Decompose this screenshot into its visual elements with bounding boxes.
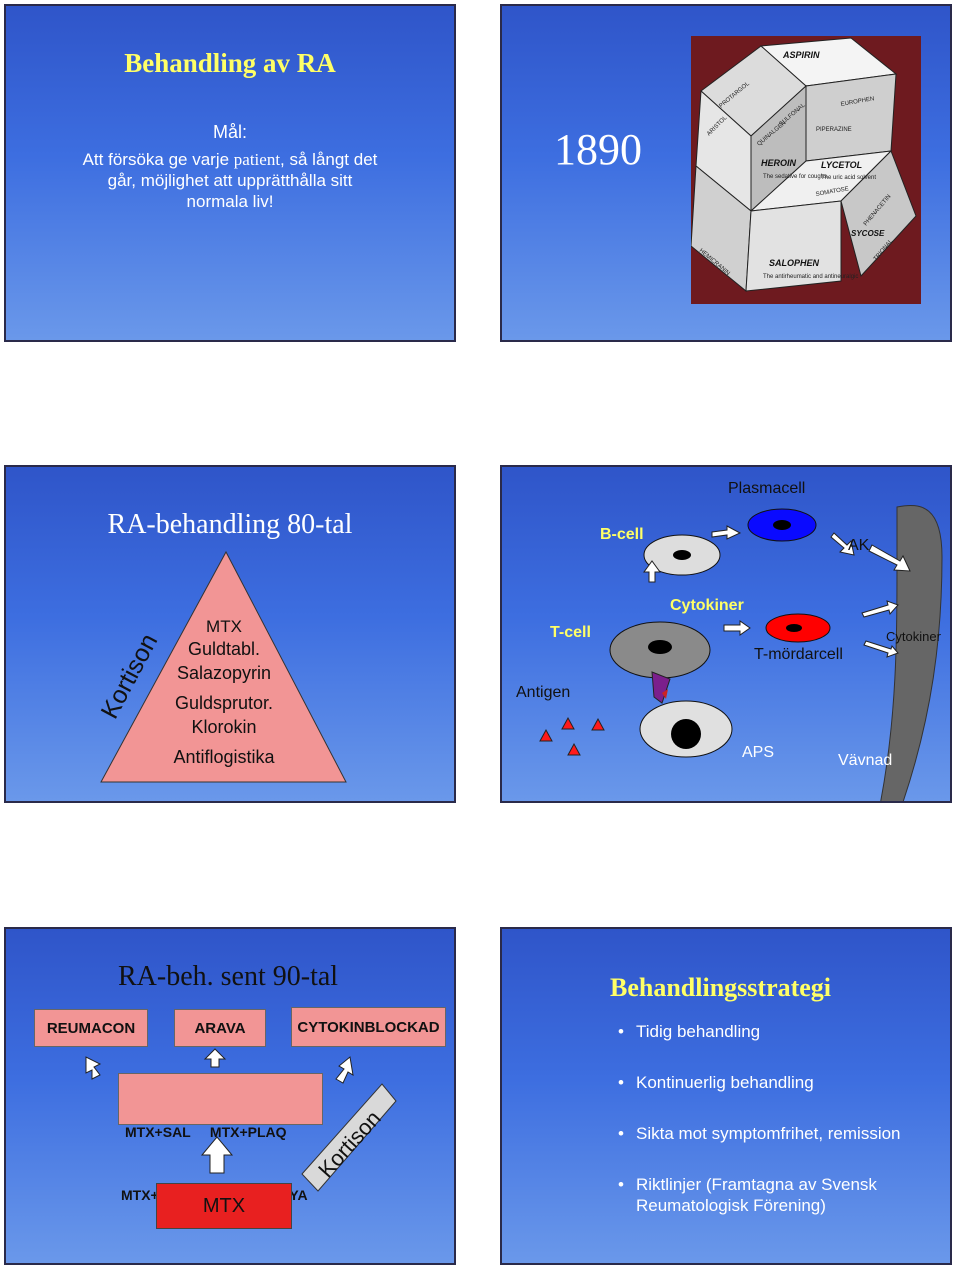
slide-title: RA-beh. sent 90-tal [118, 961, 339, 992]
slide-title: RA-behandling 80-tal [107, 509, 353, 540]
photo-label: The sedative for coughs [763, 174, 827, 180]
bcell-label: B-cell [600, 526, 644, 543]
slide-title: Behandlingsstrategi [610, 973, 832, 1002]
slide-behandlingsstrategi: Behandlingsstrategi Tidig behandling Kon… [500, 927, 952, 1265]
aps-label: APS [742, 744, 774, 761]
kortison-band [301, 1083, 397, 1192]
mtx-box: MTX [156, 1183, 292, 1229]
bullet-kontinuerlig: Kontinuerlig behandling [618, 1072, 814, 1093]
historic-medicine-boxes-photo: ASPIRIN HEROIN LYCETOL SALOPHEN SYCOSE P… [691, 36, 921, 304]
box-cytokinblockad: CYTOKINBLOCKAD [291, 1007, 446, 1047]
photo-label: HEROIN [761, 158, 797, 168]
bullet-sikta: Sikta mot symptomfrihet, remission [618, 1123, 901, 1144]
photo-label: ASPIRIN [782, 50, 820, 60]
cytokiner-right-label: Cytokiner [886, 629, 942, 644]
immune-cell-diagram: Plasmacell B-cell AK Cytokiner T-cell Cy… [516, 480, 943, 801]
box-arava: ARAVA [174, 1009, 266, 1047]
plasmacell-label: Plasmacell [728, 480, 805, 497]
box-reumacon: REUMACON [34, 1009, 148, 1047]
photo-label: The antirheumatic and antineuralgic [763, 274, 858, 280]
photo-label: SOMATOSE [815, 186, 849, 198]
vavnad-label: Vävnad [838, 752, 892, 769]
kortison-label: Kortison [313, 1106, 386, 1183]
photo-label: LYCETOL [821, 160, 862, 170]
combo-box: MTX+SAL MTX+PLAQ MTX+SAL+PLAQ MTX+CYA [118, 1073, 323, 1203]
item-klorokin: Klorokin [191, 717, 257, 737]
goal-line-1: Att försöka ge varje patient, så långt d… [82, 150, 378, 169]
bullet-riktlinjer: Riktlinjer (Framtagna av Svensk Reumatol… [618, 1174, 906, 1216]
item-antiflogistika: Antiflogistika [173, 747, 275, 767]
t-mordarcell-label: T-mördarcell [754, 646, 843, 663]
antigen-label: Antigen [516, 684, 570, 701]
photo-label: SALOPHEN [769, 258, 820, 268]
treatment-pyramid [100, 550, 347, 783]
item-guldtabl: Guldtabl. [187, 639, 261, 659]
ak-label: AK [848, 537, 870, 554]
year-label: 1890 [554, 125, 642, 174]
photo-label: EUROPHEN [840, 96, 875, 108]
slide-behandling-av-ra: Behandling av RA Mål: Att försöka ge var… [4, 4, 456, 342]
pyramid-items: MTX Guldtabl. Salazopyrin Guldsprutor. K… [124, 617, 324, 768]
goal-text: Att försöka ge varje patient, så långt d… [6, 149, 454, 212]
photo-label: SYCOSE [851, 229, 885, 238]
slide-ra-behandling-80-tal: RA-behandling 80-tal Kortison MTX Guldta… [4, 465, 456, 803]
goal-line-2: går, möjlighet att upprätthålla sitt [107, 171, 353, 190]
item-salazopyrin: Salazopyrin [176, 663, 272, 683]
slide-immune-diagram: Plasmacell B-cell AK Cytokiner T-cell Cy… [500, 465, 952, 803]
slide-1890: 1890 ASPIRIN HEROIN LYCETOL SALOPHEN SYC… [500, 4, 952, 342]
slide-title: Behandling av RA [124, 48, 336, 78]
mtx-label: MTX [202, 1194, 246, 1217]
goal-heading: Mål: [212, 122, 247, 142]
cytokiner-top-label: Cytokiner [670, 597, 744, 614]
item-mtx: MTX [206, 617, 242, 636]
goal-line-3: normala liv! [186, 192, 274, 211]
combo-line-1: MTX+SAL MTX+PLAQ [125, 1124, 287, 1140]
arrows-and-shapes: Kortison [85, 1048, 397, 1192]
item-guldsprutor: Guldsprutor. [174, 693, 274, 713]
slide-ra-beh-sent-90-tal: RA-beh. sent 90-tal REUMACON ARAVA CYTOK… [4, 927, 456, 1265]
photo-label: The uric acid solvent [821, 175, 876, 181]
photo-label: PIPERAZINE [816, 127, 852, 133]
tcell-label: T-cell [550, 624, 591, 641]
bullet-tidig: Tidig behandling [618, 1021, 760, 1042]
